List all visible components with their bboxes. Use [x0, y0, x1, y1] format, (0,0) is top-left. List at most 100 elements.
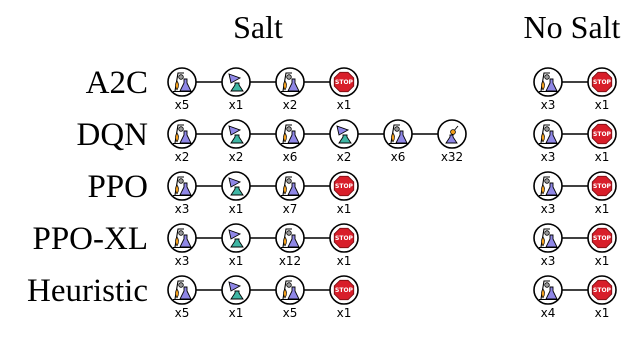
step-count-label: x1 [229, 98, 244, 112]
beaker-icon [445, 125, 459, 144]
no-salt-header: No Salt [524, 9, 621, 45]
step-count-label: x1 [595, 150, 610, 164]
burner-flask-icon [389, 124, 408, 144]
step-count-label: x1 [337, 98, 352, 112]
step-count-label: x3 [541, 98, 556, 112]
salt-node-4: STOP x1 [329, 275, 359, 320]
stop-icon: STOP [333, 175, 355, 197]
step-count-label: x1 [337, 306, 352, 320]
step-count-label: x5 [283, 306, 298, 320]
salt-node-1: x3 [167, 223, 197, 268]
burner-flask-icon [173, 280, 192, 300]
no-salt-node-2: STOP x1 [587, 171, 617, 216]
salt-node-3: x2 [275, 67, 305, 112]
stop-icon: STOP [591, 227, 613, 249]
svg-text:STOP: STOP [593, 183, 612, 190]
salt-sequence: x2 x2 x6 x2 x6 x32 [167, 119, 467, 164]
algorithm-label: PPO-XL [32, 221, 148, 257]
salt-node-4: x2 [329, 119, 359, 164]
burner-flask-icon [539, 124, 558, 144]
salt-node-4: STOP x1 [329, 223, 359, 268]
step-count-label: x12 [279, 254, 301, 268]
flask-icon [336, 125, 352, 144]
step-count-label: x1 [337, 254, 352, 268]
algorithm-label: PPO [87, 169, 148, 205]
no-salt-node-2: STOP x1 [587, 67, 617, 112]
stop-icon: STOP [591, 123, 613, 145]
stop-icon: STOP [333, 71, 355, 93]
flask-icon [228, 177, 244, 196]
step-count-label: x2 [229, 150, 244, 164]
step-count-label: x3 [175, 202, 190, 216]
step-count-label: x3 [541, 202, 556, 216]
stop-icon: STOP [333, 279, 355, 301]
salt-node-2: x1 [221, 67, 251, 112]
row-a2c: A2C x5 x1 x2 STOP x1 x3 STOP x1 [86, 65, 617, 112]
step-count-label: x4 [541, 306, 556, 320]
svg-text:STOP: STOP [335, 235, 354, 242]
salt-node-3: x12 [275, 223, 305, 268]
flask-icon [228, 125, 244, 144]
salt-node-1: x2 [167, 119, 197, 164]
salt-node-2: x1 [221, 275, 251, 320]
step-count-label: x5 [175, 306, 190, 320]
burner-flask-icon [281, 124, 300, 144]
node-circle [221, 223, 251, 253]
step-count-label: x1 [595, 98, 610, 112]
salt-node-6: x32 [437, 119, 467, 164]
salt-node-5: x6 [383, 119, 413, 164]
svg-text:STOP: STOP [335, 287, 354, 294]
no-salt-node-1: x3 [533, 171, 563, 216]
flask-icon [228, 73, 244, 92]
burner-flask-icon [281, 280, 300, 300]
stop-icon: STOP [591, 71, 613, 93]
svg-text:STOP: STOP [593, 287, 612, 294]
svg-text:STOP: STOP [593, 235, 612, 242]
salt-node-1: x5 [167, 275, 197, 320]
no-salt-node-1: x3 [533, 67, 563, 112]
salt-node-1: x3 [167, 171, 197, 216]
burner-flask-icon [281, 176, 300, 196]
no-salt-sequence: x3 STOP x1 [533, 223, 617, 268]
burner-flask-icon [173, 72, 192, 92]
step-count-label: x1 [229, 254, 244, 268]
algorithm-label: A2C [86, 65, 148, 101]
step-count-label: x6 [283, 150, 298, 164]
no-salt-node-1: x3 [533, 223, 563, 268]
flask-icon [228, 281, 244, 300]
step-count-label: x2 [337, 150, 352, 164]
salt-node-3: x7 [275, 171, 305, 216]
salt-node-3: x6 [275, 119, 305, 164]
no-salt-sequence: x3 STOP x1 [533, 67, 617, 112]
burner-flask-icon [173, 176, 192, 196]
step-count-label: x1 [595, 254, 610, 268]
burner-flask-icon [539, 280, 558, 300]
step-count-label: x5 [175, 98, 190, 112]
no-salt-node-1: x4 [533, 275, 563, 320]
stop-icon: STOP [333, 227, 355, 249]
svg-text:STOP: STOP [335, 79, 354, 86]
algorithm-label: DQN [77, 117, 149, 153]
node-circle [221, 67, 251, 97]
burner-flask-icon [539, 228, 558, 248]
step-count-label: x2 [283, 98, 298, 112]
svg-text:STOP: STOP [593, 131, 612, 138]
node-circle [221, 275, 251, 305]
salt-node-2: x1 [221, 223, 251, 268]
node-circle [329, 119, 359, 149]
burner-flask-icon [173, 124, 192, 144]
svg-text:STOP: STOP [335, 183, 354, 190]
salt-node-3: x5 [275, 275, 305, 320]
salt-sequence: x5 x1 x5 STOP x1 [167, 275, 359, 320]
burner-flask-icon [281, 72, 300, 92]
step-count-label: x1 [229, 306, 244, 320]
salt-node-4: STOP x1 [329, 67, 359, 112]
node-circle [221, 119, 251, 149]
step-count-label: x1 [595, 202, 610, 216]
